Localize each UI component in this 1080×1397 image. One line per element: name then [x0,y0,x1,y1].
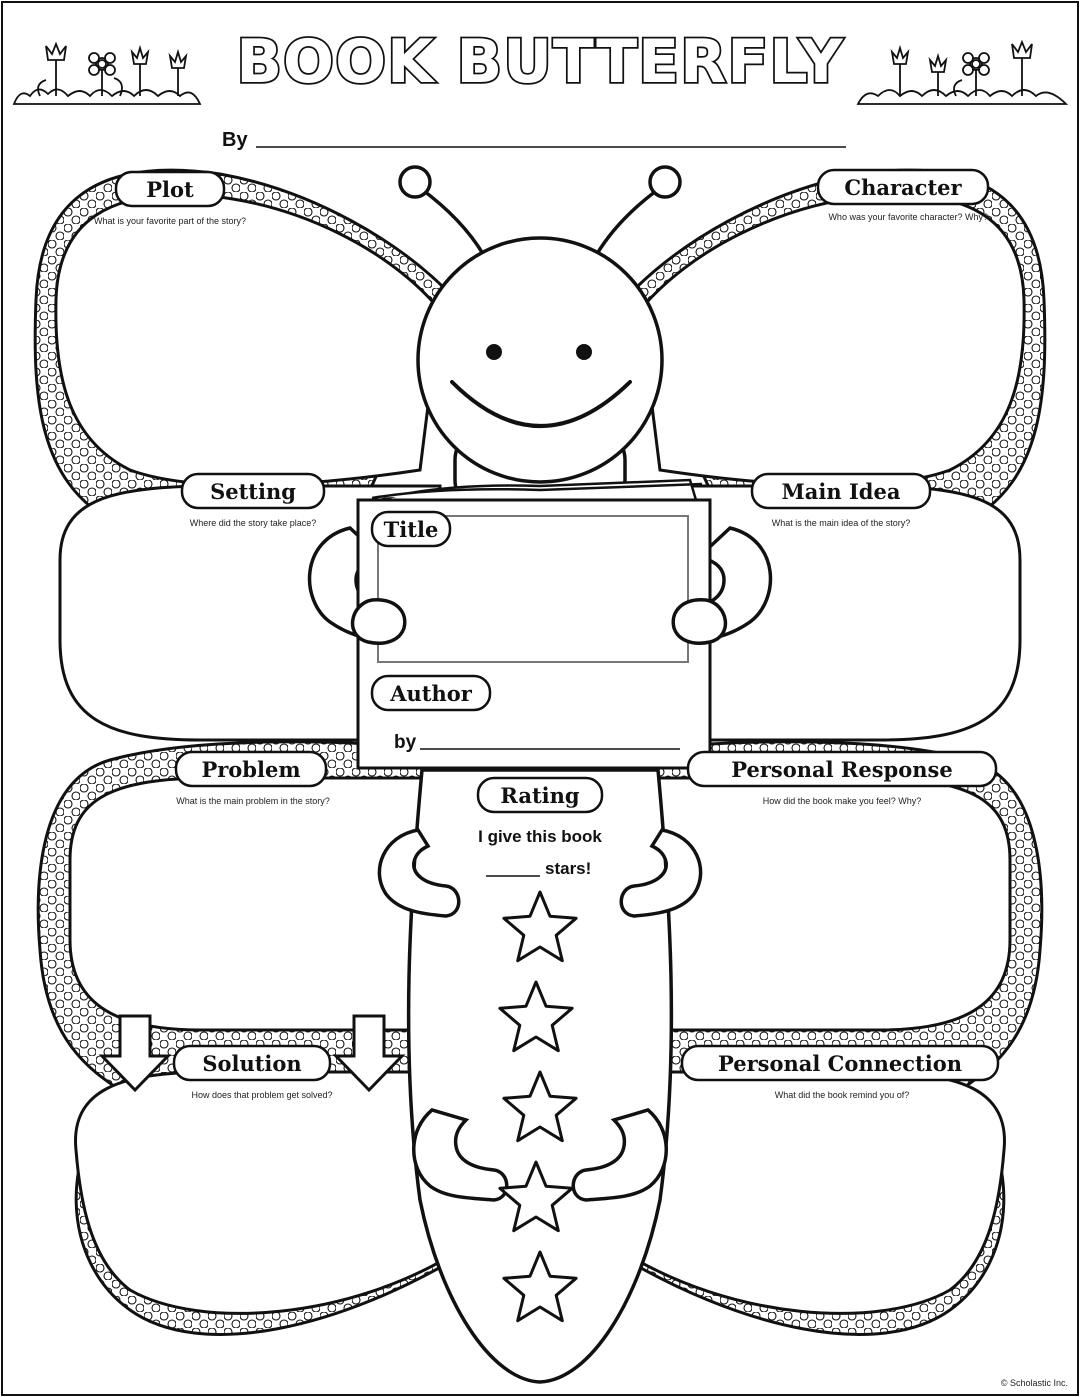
problem-label-group: Problem What is the main problem in the … [174,750,330,806]
main-idea-prompt: What is the main idea of the story? [772,518,911,528]
personal-connection-prompt: What did the book remind you of? [775,1090,910,1100]
rating-line2: stars! [545,859,591,878]
page-title: BOOK BUTTERFLY [236,27,844,97]
arrow-down-icon [98,1014,172,1093]
personal-connection-label-group: Personal Connection What did the book re… [680,1044,1000,1100]
problem-label: Problem [201,757,300,782]
solution-prompt: How does that problem get solved? [191,1090,332,1100]
problem-prompt: What is the main problem in the story? [176,796,330,806]
personal-connection-panel[interactable] [618,1070,1006,1315]
plot-label-group: Plot What is your favorite part of the s… [94,170,246,226]
by-label: By [222,129,248,151]
right-hand [671,598,728,645]
personal-response-label: Personal Response [731,757,952,782]
rating-label-box [476,776,604,814]
face [486,344,592,360]
setting-label-group: Setting Where did the story take place? [180,472,326,528]
right-antenna-tip [648,165,682,199]
personal-connection-label: Personal Connection [718,1051,962,1076]
rating-label: Rating [500,783,579,808]
copyright: © Scholastic Inc. [1001,1378,1068,1388]
rating-line1: I give this book [478,827,602,846]
character-label-group: Character Who was your favorite characte… [816,168,990,222]
star-icon[interactable] [502,1070,578,1143]
solution-panel[interactable] [74,1070,462,1315]
plot-prompt: What is your favorite part of the story? [94,216,246,226]
character-prompt: Who was your favorite character? Why? [828,212,988,222]
star-icon[interactable] [502,890,578,963]
title-label-box [370,510,452,548]
main-idea-label: Main Idea [782,479,901,504]
rating-stars [498,890,578,1323]
setting-label: Setting [210,479,296,504]
plot-label: Plot [146,177,194,202]
author-by-label: by [394,732,417,753]
setting-prompt: Where did the story take place? [190,518,317,528]
personal-response-panel[interactable] [638,776,1012,1032]
personal-response-label-group: Personal Response How did the book make … [686,750,998,806]
personal-response-prompt: How did the book make you feel? Why? [763,796,922,806]
main-idea-label-group: Main Idea What is the main idea of the s… [750,472,932,528]
head [416,236,664,484]
star-icon[interactable] [498,1160,574,1233]
arrow-down-icon [332,1014,406,1093]
star-icon[interactable] [498,980,574,1053]
left-antenna-tip [398,165,432,199]
lower-right-arm [571,1108,668,1202]
title-label: Title [384,517,439,542]
character-label: Character [844,175,962,200]
header-flowers-right [856,39,1069,105]
author-label-box [370,674,492,712]
smile [450,380,632,428]
star-icon[interactable] [502,1250,578,1323]
middle-left-arm [377,828,461,918]
problem-panel[interactable] [68,776,442,1032]
author-label: Author [389,681,473,706]
solution-label: Solution [202,1051,301,1076]
solution-label-group: Solution How does that problem get solve… [172,1044,333,1100]
middle-right-arm [619,828,703,918]
header-flowers-left [12,41,202,105]
left-hand [350,598,407,645]
